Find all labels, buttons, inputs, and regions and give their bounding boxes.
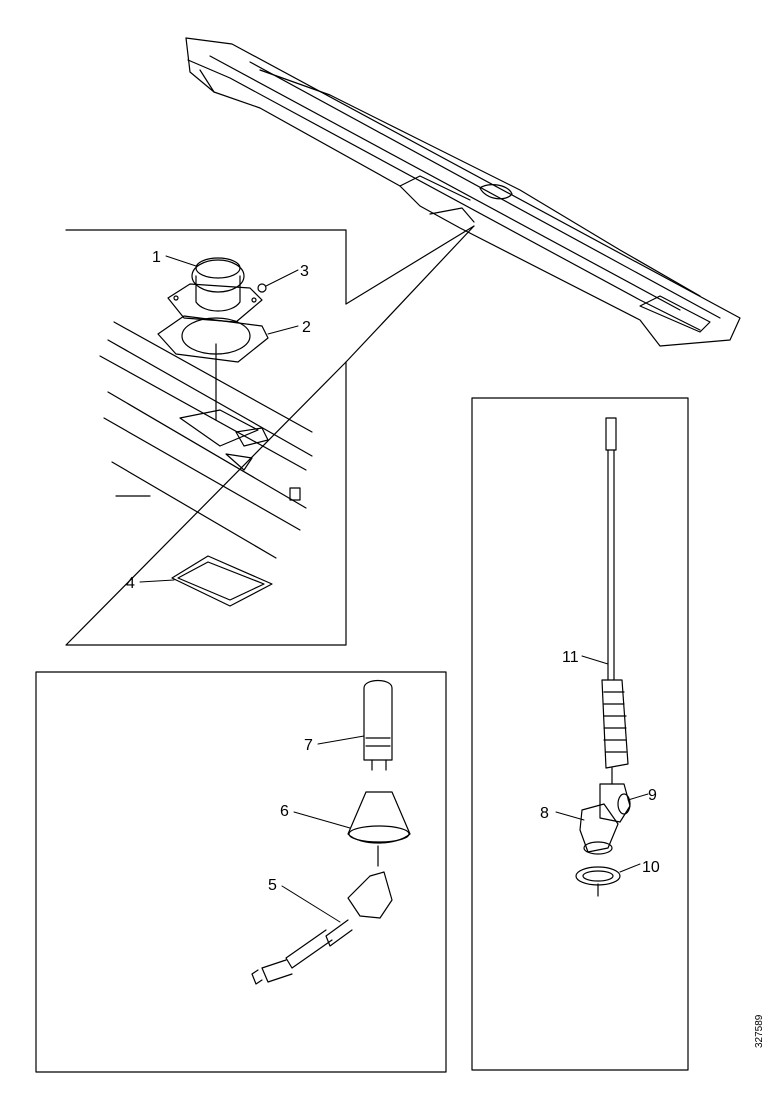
speaker (167, 257, 263, 323)
antenna-o-ring (575, 866, 621, 897)
callout-5: 5 (268, 877, 277, 894)
callout-3: 3 (300, 263, 309, 280)
antenna-base-cover (347, 791, 411, 867)
detail-leader-lines (345, 225, 475, 363)
trim-cover (171, 555, 273, 607)
figure-reference-code: 327589 (754, 1014, 765, 1048)
antenna-mast (601, 417, 629, 785)
callout-8: 8 (540, 805, 549, 822)
antenna-base (579, 803, 619, 855)
callout-7: 7 (304, 737, 313, 754)
callout-1: 1 (152, 249, 161, 266)
callout-2: 2 (302, 319, 311, 336)
callout-9: 9 (648, 787, 657, 804)
speaker-screw (257, 283, 267, 293)
antenna-mast-frame (471, 397, 689, 1071)
panel-rails (99, 321, 313, 559)
callout-10: 10 (642, 859, 660, 876)
callout-11: 11 (562, 649, 579, 666)
callout-6: 6 (280, 803, 289, 820)
antenna-cable-frame (35, 671, 447, 1073)
antenna-mast-short (363, 679, 393, 771)
callout-leaders (139, 255, 649, 923)
roof-panel (185, 37, 741, 347)
antenna-cable (251, 871, 393, 985)
antenna-adapter (599, 783, 631, 823)
callout-labels: 1 2 3 4 5 6 7 8 9 10 11 (126, 249, 660, 894)
speaker-detail-frame (65, 229, 347, 646)
speaker-gasket (157, 315, 269, 421)
callout-4: 4 (126, 575, 135, 592)
